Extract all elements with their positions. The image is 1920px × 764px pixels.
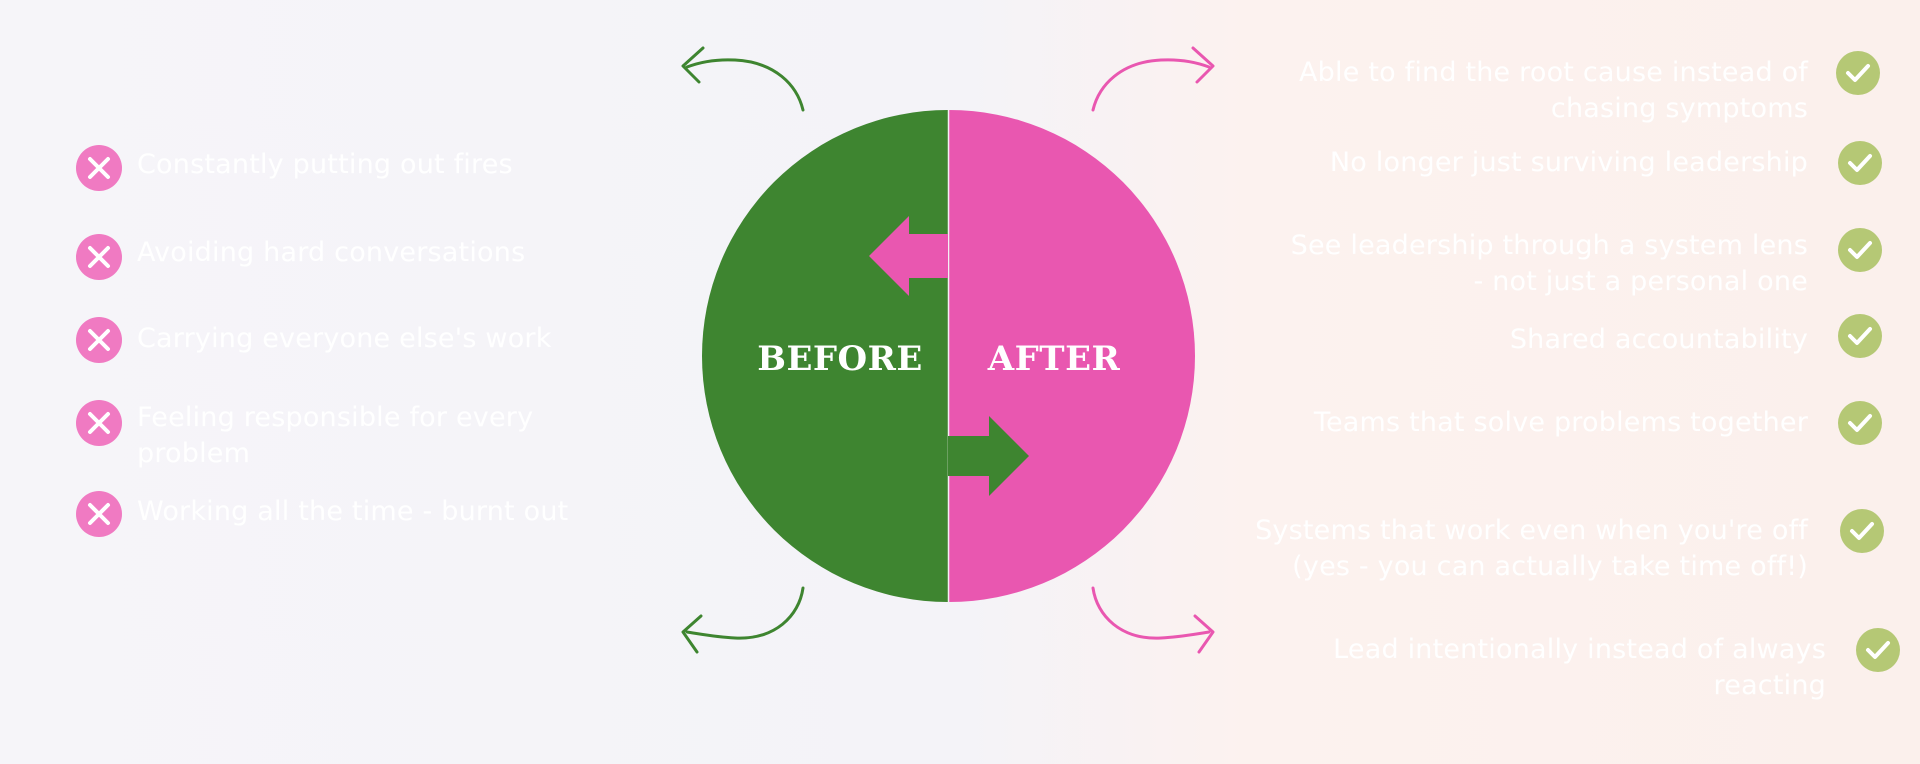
before-item-line1: Carrying everyone else's work [137, 323, 552, 354]
before-item: Constantly putting out fires [137, 147, 677, 183]
check-circle-icon [1838, 228, 1882, 272]
before-item-line1: Feeling responsible for every [137, 402, 534, 433]
before-item-line1: Avoiding hard conversations [137, 237, 526, 268]
after-item-line1: No longer just surviving leadership [1329, 147, 1808, 178]
curved-arrow-icon [681, 586, 805, 654]
check-circle-icon [1838, 314, 1882, 358]
curved-arrow-icon [1091, 46, 1215, 112]
after-label: AFTER [987, 339, 1121, 379]
check-circle-icon [1838, 401, 1882, 445]
after-item: Teams that solve problems together [1160, 405, 1808, 441]
before-item-line1: Constantly putting out fires [137, 149, 513, 180]
after-item-line2: - not just a personal one [1473, 266, 1808, 297]
after-item-line2: reacting [1713, 670, 1826, 701]
right-arrow-icon [948, 416, 1029, 496]
after-item-line1: Lead intentionally instead of always [1333, 634, 1826, 665]
x-circle-icon [76, 400, 122, 446]
after-item-line1: See leadership through a system lens [1290, 230, 1808, 261]
check-circle-icon [1836, 51, 1880, 95]
after-item: Lead intentionally instead of always rea… [1180, 632, 1826, 704]
after-half [949, 110, 1195, 602]
after-item-line2: chasing symptoms [1550, 93, 1808, 124]
x-circle-icon [76, 317, 122, 363]
curved-arrow-icon [681, 46, 805, 112]
after-item-line1: Shared accountability [1509, 324, 1808, 355]
before-after-circle: BEFORE AFTER [702, 110, 1195, 602]
x-circle-icon [76, 145, 122, 191]
before-item-line2: problem [137, 438, 251, 469]
before-label: BEFORE [757, 339, 923, 379]
before-item: Working all the time - burnt out [137, 494, 677, 530]
after-item-line1: Able to find the root cause instead of [1299, 57, 1808, 88]
x-circle-icon [76, 234, 122, 280]
check-circle-icon [1838, 141, 1882, 185]
after-item: Able to find the root cause instead of c… [1160, 55, 1808, 127]
after-item-line2: (yes - you can actually take time off!) [1292, 551, 1808, 582]
after-item-line1: Teams that solve problems together [1313, 407, 1808, 438]
left-arrow-icon [869, 216, 948, 296]
after-item: Shared accountability [1160, 322, 1808, 358]
after-item: Systems that work even when you're off (… [1150, 513, 1808, 585]
after-item: See leadership through a system lens - n… [1160, 228, 1808, 300]
before-item: Avoiding hard conversations [137, 235, 677, 271]
after-item: No longer just surviving leadership [1160, 145, 1808, 181]
before-item-line1: Working all the time - burnt out [137, 496, 569, 527]
after-item-line1: Systems that work even when you're off [1255, 515, 1808, 546]
curved-arrow-icon [1091, 586, 1215, 654]
before-half [702, 110, 948, 602]
before-item: Carrying everyone else's work [137, 321, 677, 357]
check-circle-icon [1840, 509, 1884, 553]
before-item: Feeling responsible for every problem [137, 400, 677, 472]
x-circle-icon [76, 491, 122, 537]
check-circle-icon [1856, 628, 1900, 672]
